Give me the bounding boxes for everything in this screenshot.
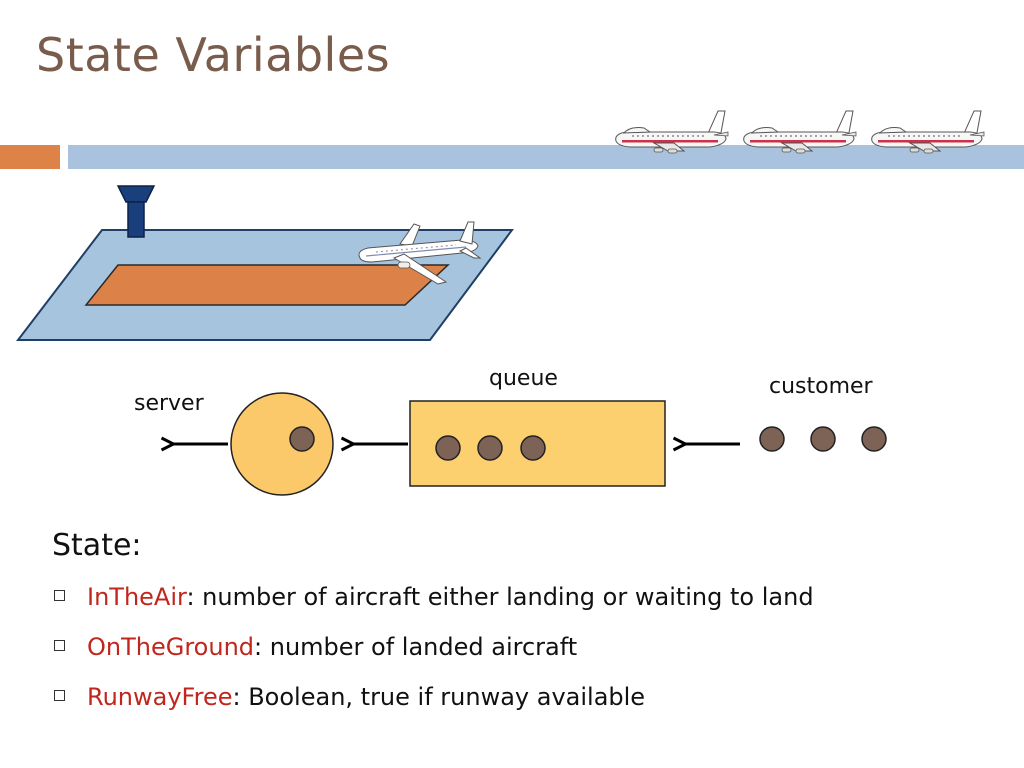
- queue-token: [520, 435, 546, 461]
- accent-bar-blue: [68, 145, 1024, 169]
- slide-title: State Variables: [36, 28, 391, 82]
- checkbox-bullet-icon: [54, 639, 65, 651]
- queueing-diagram: [15, 185, 887, 496]
- customer-token: [759, 426, 785, 452]
- variable-description: : number of landed aircraft: [254, 633, 578, 661]
- list-item: RunwayFree: Boolean, true if runway avai…: [54, 680, 814, 730]
- accent-bar-orange: [0, 145, 60, 169]
- variable-description: : number of aircraft either landing or w…: [186, 583, 814, 611]
- server-label: server: [134, 391, 204, 416]
- queue-token: [477, 435, 503, 461]
- runway: [84, 264, 450, 306]
- variable-name: RunwayFree: [87, 683, 233, 711]
- airplane-icon: [358, 221, 482, 285]
- customer-token: [810, 426, 836, 452]
- server-token: [289, 426, 315, 452]
- customer-label: customer: [769, 374, 873, 399]
- state-variable-list: InTheAir: number of aircraft either land…: [54, 580, 814, 730]
- control-tower-icon: [116, 185, 156, 238]
- list-item: OnTheGround: number of landed aircraft: [54, 630, 814, 680]
- queue-token: [435, 435, 461, 461]
- customer-token: [861, 426, 887, 452]
- server-circle: [230, 392, 334, 496]
- queue-label: queue: [489, 366, 558, 391]
- checkbox-bullet-icon: [54, 689, 65, 701]
- variable-name: InTheAir: [87, 583, 187, 611]
- variable-description: : Boolean, true if runway available: [232, 683, 646, 711]
- list-item: InTheAir: number of aircraft either land…: [54, 580, 814, 630]
- variable-name: OnTheGround: [87, 633, 255, 661]
- state-heading: State:: [52, 528, 142, 563]
- checkbox-bullet-icon: [54, 589, 65, 601]
